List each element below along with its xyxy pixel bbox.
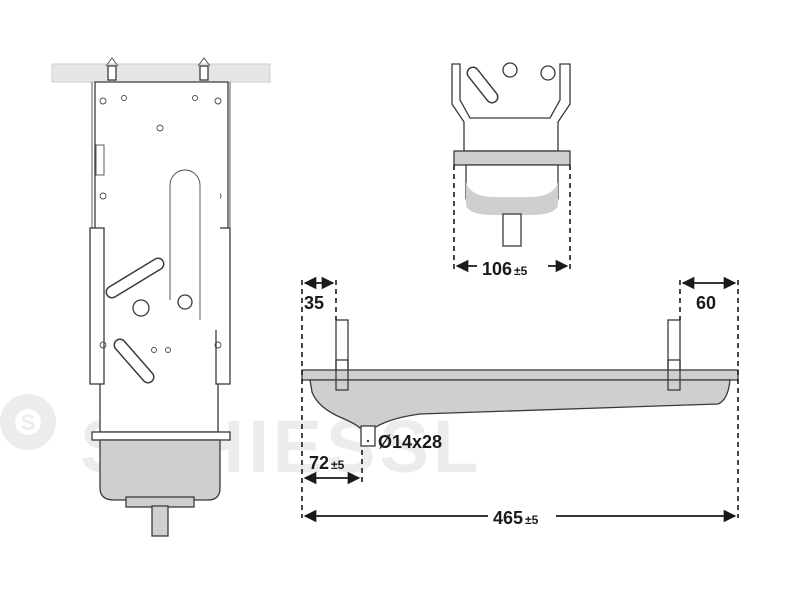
slot xyxy=(105,257,165,299)
dim-72-tol: ±5 xyxy=(331,458,345,472)
front-view-assembly: 106±5 xyxy=(451,62,571,279)
dim-106-label: 106±5 xyxy=(482,259,528,279)
drain-pipe xyxy=(151,505,169,537)
ceiling-plate xyxy=(51,63,271,83)
watermark-logo-s: S xyxy=(21,410,36,435)
mounting-bolt xyxy=(197,57,211,81)
dim-35-label: 35 xyxy=(304,293,324,313)
dim-106-value: 106 xyxy=(482,259,512,279)
slot xyxy=(113,338,155,384)
clamp-plate xyxy=(453,150,571,166)
left-rail xyxy=(89,227,105,385)
long-tray-body xyxy=(309,379,731,429)
long-tray-drain xyxy=(360,425,376,447)
mounting-bolt xyxy=(105,57,119,81)
tray-bowl xyxy=(99,439,221,501)
drain-spec-label: Ø14x28 xyxy=(378,432,442,452)
dim-465-value: 465 xyxy=(493,508,523,528)
fork-bracket xyxy=(451,63,571,152)
slot xyxy=(466,66,499,104)
watermark-logo: S xyxy=(0,394,56,450)
dim-60-label: 60 xyxy=(696,293,716,313)
dim-465-tol: ±5 xyxy=(525,513,539,527)
dim-465-label: 465±5 xyxy=(493,508,539,528)
long-tray-rim xyxy=(301,369,739,381)
side-view-assembly xyxy=(51,57,271,537)
dim-106-tol: ±5 xyxy=(514,264,528,278)
bracket-frame xyxy=(94,81,229,433)
tray-rim xyxy=(91,431,231,441)
long-view-assembly: 35 60 Ø14x28 72±5 465±5 xyxy=(301,276,739,528)
dim-72-label: 72±5 xyxy=(309,453,345,473)
front-drain xyxy=(502,213,522,247)
dim-72-value: 72 xyxy=(309,453,329,473)
